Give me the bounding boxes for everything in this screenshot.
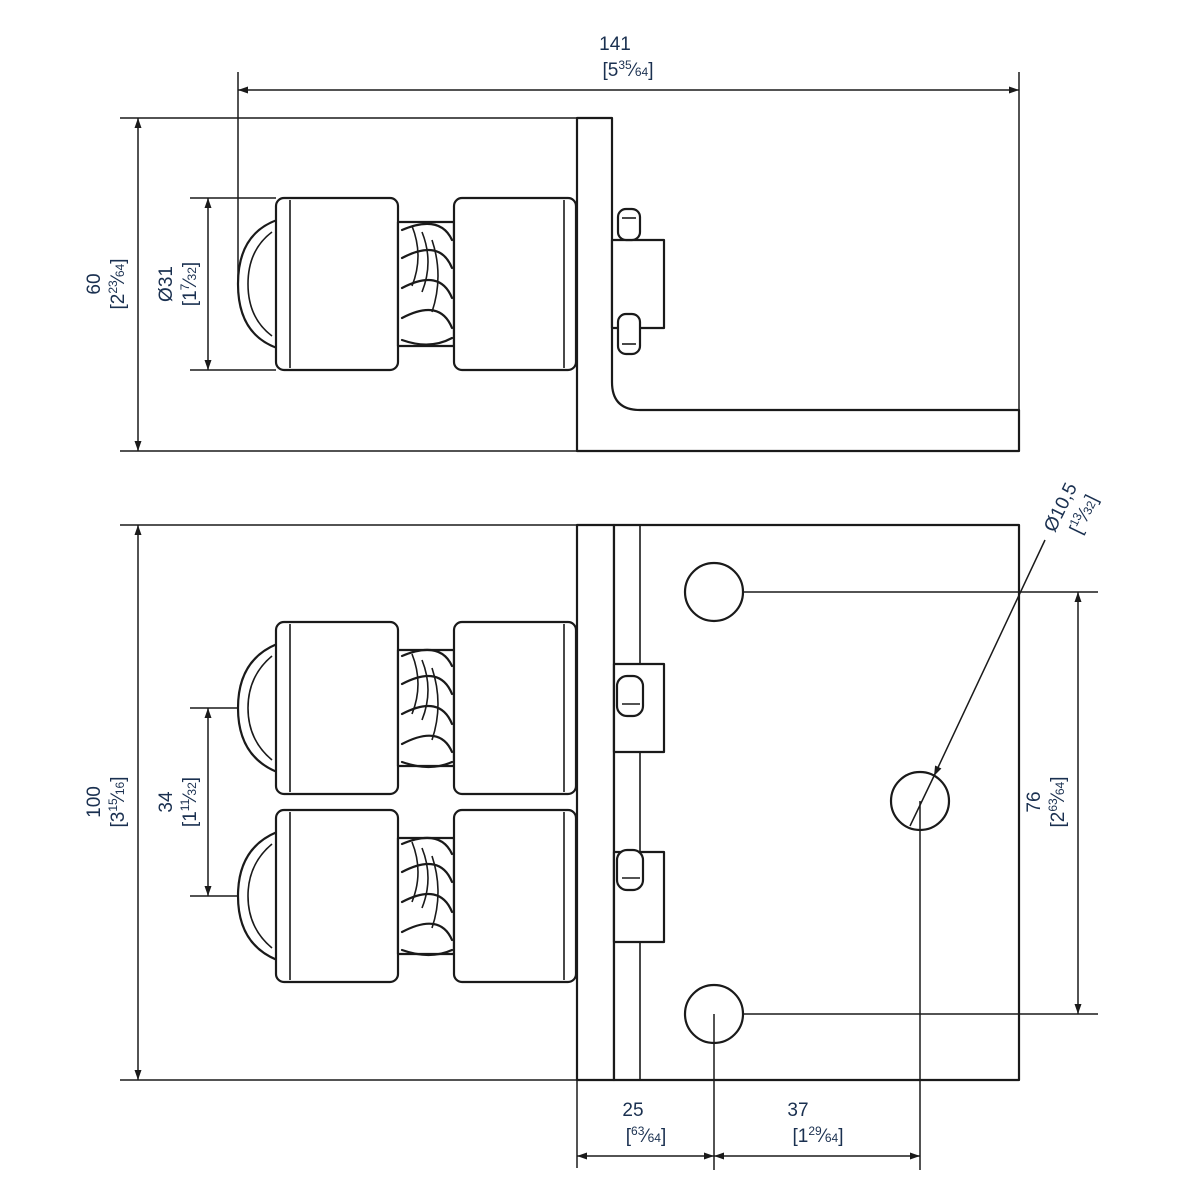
svg-text:Ø31: Ø31 (156, 266, 177, 302)
ball-dome-top (236, 218, 279, 350)
dim-ball-spacing: 34 [111⁄32] (156, 777, 201, 827)
bracket-top-profile (575, 116, 1021, 453)
svg-text:34: 34 (156, 791, 177, 813)
stud-top-lower (616, 312, 642, 356)
spring-top (396, 220, 456, 348)
dim-flange-offset: 25 [63⁄64] (622, 1100, 666, 1147)
dim-overall-length: 141 [535⁄64] (599, 34, 653, 81)
ball-unit-front-upper (236, 620, 578, 796)
dimension-lines (120, 72, 1098, 1170)
svg-text:100: 100 (84, 786, 105, 818)
svg-text:[129⁄64]: [129⁄64] (792, 1124, 843, 1147)
svg-text:[17⁄32]: [17⁄32] (178, 262, 201, 306)
svg-text:[263⁄64]: [263⁄64] (1046, 776, 1069, 827)
svg-text:37: 37 (787, 1100, 808, 1121)
top-view (236, 116, 1021, 453)
ball-unit-front-lower (236, 808, 578, 984)
svg-text:76: 76 (1024, 791, 1045, 812)
svg-text:[63⁄64]: [63⁄64] (626, 1124, 666, 1147)
svg-text:[111⁄32]: [111⁄32] (178, 777, 201, 827)
front-view (236, 523, 1021, 1082)
ball-unit-top (236, 196, 578, 372)
svg-text:[315⁄16]: [315⁄16] (106, 776, 129, 827)
dim-ball-diameter: Ø31 [17⁄32] (156, 262, 201, 306)
nut-top (452, 196, 578, 372)
bracket-flange (575, 523, 616, 1082)
stud-top-upper (616, 207, 642, 242)
stud-front-upper (615, 674, 645, 718)
dim-hole-diameter: Ø10,5 [13⁄32] (1040, 480, 1102, 538)
dim-hole-spacing: 76 [263⁄64] (1024, 776, 1069, 827)
svg-text:[223⁄64]: [223⁄64] (106, 258, 129, 309)
dim-hole-offset: 37 [129⁄64] (787, 1100, 843, 1147)
svg-text:141: 141 (599, 34, 631, 55)
svg-text:25: 25 (622, 1100, 643, 1121)
dim-base-height: 100 [315⁄16] (84, 776, 129, 827)
stud-front-lower (615, 848, 645, 892)
svg-text:[535⁄64]: [535⁄64] (602, 58, 653, 81)
svg-text:60: 60 (84, 273, 105, 294)
ball-housing-top (274, 196, 400, 372)
stud-housing-top (610, 238, 666, 330)
dim-top-height: 60 [223⁄64] (84, 258, 129, 309)
mounting-hole-upper (683, 561, 745, 623)
base-plate (612, 523, 1021, 1082)
